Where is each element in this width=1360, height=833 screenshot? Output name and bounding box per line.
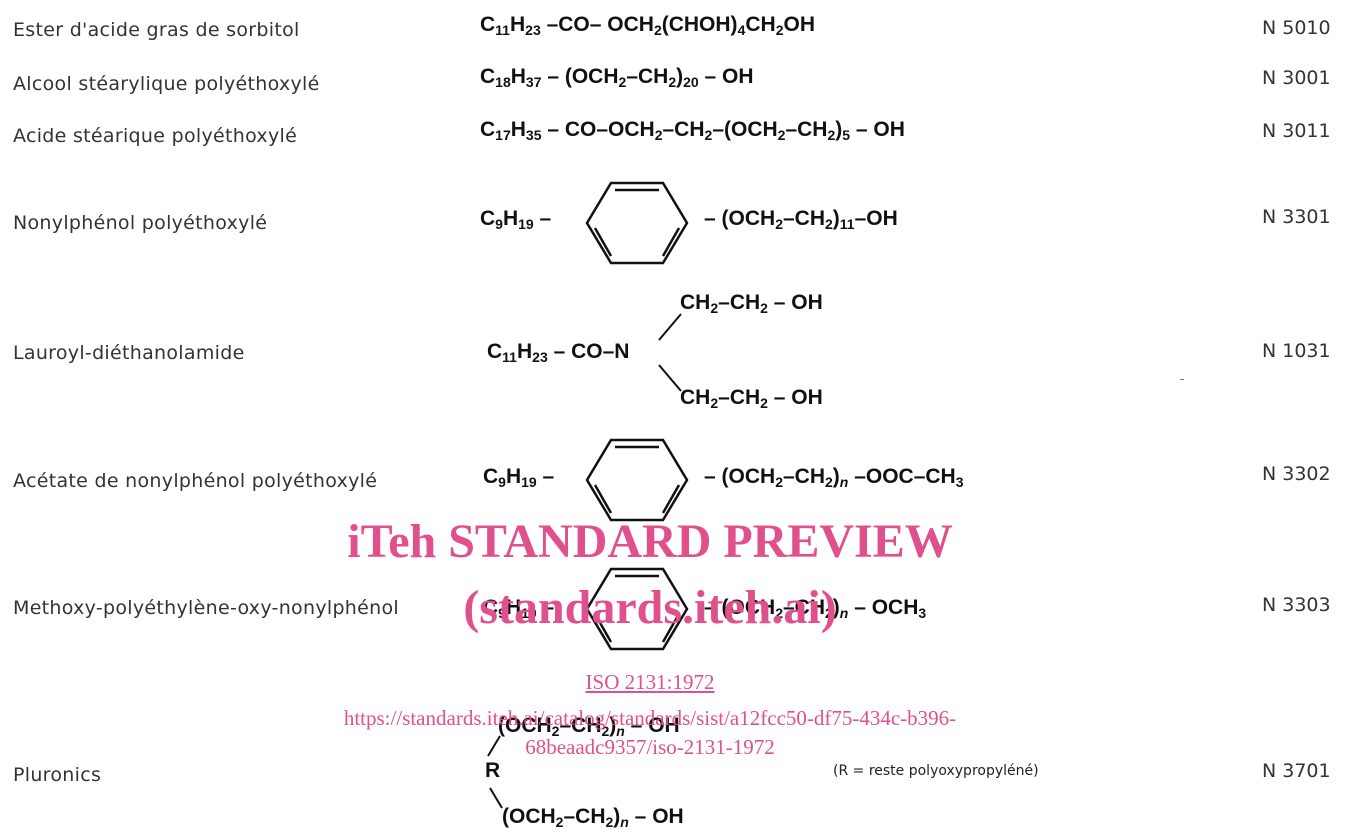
formula-lauroyl-main: C11H23 – CO–N <box>487 340 630 365</box>
formula-acetate-right: – (OCH2–CH2)n –OOC–CH3 <box>704 465 964 490</box>
watermark-url-line1[interactable]: https://standards.iteh.ai/catalog/standa… <box>343 706 957 730</box>
compound-code-4: N 3301 <box>1262 206 1331 228</box>
compound-code-1: N 5010 <box>1262 17 1331 39</box>
compound-code-7: N 3303 <box>1262 594 1331 616</box>
compound-code-5: N 1031 <box>1262 340 1331 362</box>
benzene-ring-1 <box>585 181 689 265</box>
formula-nonylphenol-left: C9H19 – <box>480 207 552 232</box>
compound-code-3: N 3011 <box>1262 120 1331 142</box>
formula-methoxy-left: C9H19 – <box>483 596 555 621</box>
bond-down <box>658 364 682 392</box>
formula-pluronics-r: R <box>485 759 501 782</box>
compound-name-3: Acide stéarique polyéthoxylé <box>13 125 298 147</box>
pluronics-note: (R = reste polyoxypropyléné) <box>833 763 1039 779</box>
compound-name-7: Methoxy-polyéthylène-oxy-nonylphénol <box>13 597 399 619</box>
stray-mark <box>1180 379 1184 380</box>
formula-lauroyl-bottom: CH2–CH2 – OH <box>680 386 823 411</box>
watermark-title: iTeh STANDARD PREVIEW <box>347 515 953 568</box>
formula-pluronics-top: (OCH2–CH2)n – OH <box>498 714 680 739</box>
benzene-ring-3 <box>585 567 689 651</box>
bond-up <box>658 313 682 341</box>
formula-acetate-left: C9H19 – <box>483 465 555 490</box>
watermark-subtitle: (standards.iteh.ai) <box>463 581 837 634</box>
compound-name-4: Nonylphénol polyéthoxylé <box>13 212 268 234</box>
formula-pluronics-bottom: (OCH2–CH2)n – OH <box>502 805 684 830</box>
formula-stearyl-alcohol: C18H37 – (OCH2–CH2)20 – OH <box>480 65 754 90</box>
formula-stearic-acid: C17H35 – CO–OCH2–CH2–(OCH2–CH2)5 – OH <box>480 118 905 143</box>
watermark-iso-link[interactable]: ISO 2131:1972 <box>585 670 715 694</box>
bond-r-up <box>487 735 501 757</box>
compound-code-8: N 3701 <box>1262 760 1331 782</box>
compound-code-6: N 3302 <box>1262 463 1331 485</box>
compound-name-1: Ester d'acide gras de sorbitol <box>13 19 300 41</box>
bond-r-down <box>489 787 503 809</box>
compound-name-2: Alcool stéarylique polyéthoxylé <box>13 73 320 95</box>
formula-methoxy-right: – (OCH2–CH2)n – OCH3 <box>704 596 927 621</box>
formula-sorbitol-ester: C11H23 –CO– OCH2(CHOH)4CH2OH <box>480 13 815 38</box>
compound-name-6: Acétate de nonylphénol polyéthoxylé <box>13 470 378 492</box>
compound-name-5: Lauroyl-diéthanolamide <box>13 342 245 364</box>
compound-name-8: Pluronics <box>13 764 102 786</box>
formula-lauroyl-top: CH2–CH2 – OH <box>680 291 823 316</box>
benzene-ring-2 <box>585 438 689 522</box>
watermark-url-line2[interactable]: 68beaadc9357/iso-2131-1972 <box>525 735 775 759</box>
compound-code-2: N 3001 <box>1262 67 1331 89</box>
formula-nonylphenol-right: – (OCH2–CH2)11–OH <box>704 207 898 232</box>
